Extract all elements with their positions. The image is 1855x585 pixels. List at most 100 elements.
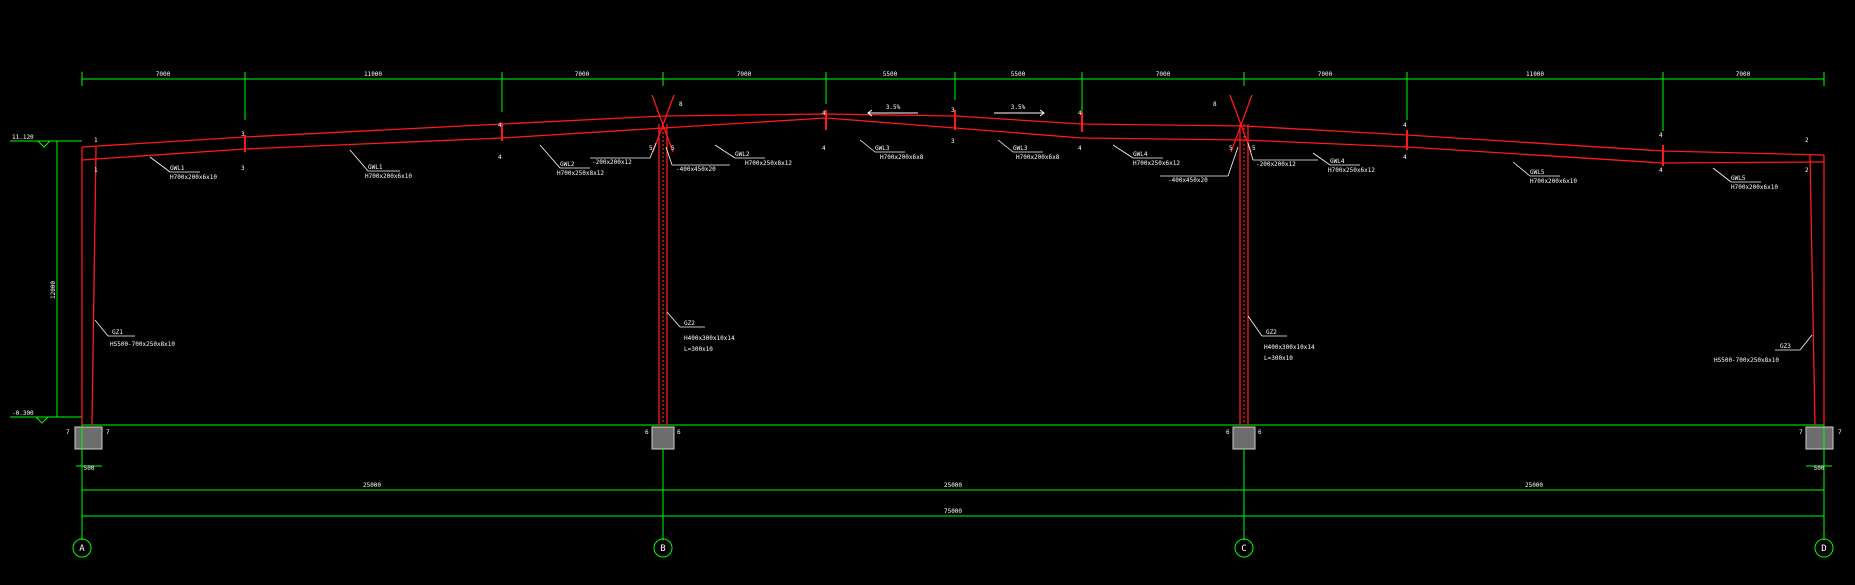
base-width-left: 500 bbox=[84, 465, 95, 472]
node-3d: 3 bbox=[951, 138, 955, 145]
beam-name-9: GWL5 bbox=[1530, 169, 1545, 176]
node-4i: 4 bbox=[1659, 132, 1663, 139]
base-width-right: 500 bbox=[1814, 465, 1825, 472]
node-3a: 3 bbox=[241, 131, 245, 138]
elevation-ground: -0.300 bbox=[12, 410, 34, 417]
dim-5: 5500 bbox=[883, 71, 898, 78]
slope-arrows bbox=[867, 109, 1045, 117]
axis-label-d: D bbox=[1821, 544, 1826, 554]
dim-1: 7000 bbox=[156, 71, 171, 78]
plate-label-3: -400x450x20 bbox=[1168, 177, 1208, 184]
beam-section-6: H700x200x6x8 bbox=[1016, 154, 1060, 161]
node-4j: 4 bbox=[1659, 167, 1663, 174]
node-7a: 7 bbox=[66, 429, 70, 436]
node-1b: 1 bbox=[94, 167, 98, 174]
node-6b: 6 bbox=[677, 429, 681, 436]
dim-3: 7000 bbox=[575, 71, 590, 78]
beam-name-7: GWL4 bbox=[1133, 151, 1148, 158]
beam-name-3: GWL2 bbox=[560, 161, 575, 168]
column-labels: GZ1 HS500-700x250x8x10 GZ2 H400x300x10x1… bbox=[110, 320, 1791, 364]
node-4b: 4 bbox=[498, 154, 502, 161]
node-1a: 1 bbox=[94, 137, 98, 144]
elevation-ridge: 11.120 bbox=[12, 134, 34, 141]
dim-10: 7000 bbox=[1736, 71, 1751, 78]
node-4h: 4 bbox=[1403, 154, 1407, 161]
dim-4: 7000 bbox=[737, 71, 752, 78]
plate-labels: -200x200x12 -400x450x20 -400x450x20 -200… bbox=[592, 159, 1296, 184]
rafter-splices bbox=[244, 110, 1664, 166]
column-note-b: L=300x10 bbox=[684, 346, 713, 353]
node-7d: 7 bbox=[1838, 429, 1842, 436]
total-span: 75000 bbox=[944, 508, 962, 515]
top-dimension-labels: 7000 11000 7000 7000 5500 5500 7000 7000… bbox=[156, 71, 1751, 78]
plate-label-1: -200x200x12 bbox=[592, 159, 632, 166]
node-markers: 1 1 3 3 4 4 5 5 4 4 3 3 4 4 5 5 4 4 4 4 … bbox=[66, 101, 1842, 436]
node-6a: 6 bbox=[645, 429, 649, 436]
beam-name-5: GWL3 bbox=[875, 145, 890, 152]
elevation-marks bbox=[10, 140, 82, 424]
beam-labels: GWL1 H700x200x6x10 GWL1 H700x200x6x10 GW… bbox=[170, 145, 1778, 191]
dim-9: 11000 bbox=[1526, 71, 1544, 78]
node-8b: 8 bbox=[1213, 101, 1217, 108]
node-5d: 5 bbox=[1252, 145, 1256, 152]
node-6c: 6 bbox=[1226, 429, 1230, 436]
span-bc: 25000 bbox=[944, 482, 962, 489]
column-note-c: L=300x10 bbox=[1264, 355, 1293, 362]
node-4a: 4 bbox=[498, 122, 502, 129]
column-section-a: HS500-700x250x8x10 bbox=[110, 341, 175, 348]
beam-name-4: GWL2 bbox=[735, 151, 750, 158]
dim-2: 11000 bbox=[364, 71, 382, 78]
beam-name-10: GWL5 bbox=[1731, 175, 1746, 182]
beam-section-5: H700x200x6x8 bbox=[880, 154, 924, 161]
column-section-b: H400x300x10x14 bbox=[684, 335, 735, 342]
axis-label-c: C bbox=[1241, 544, 1246, 554]
leader-lines bbox=[94, 139, 1813, 351]
beam-section-1: H700x200x6x10 bbox=[170, 174, 217, 181]
axis-bubble-c bbox=[1234, 538, 1254, 558]
beam-section-7: H700x250x6x12 bbox=[1133, 160, 1180, 167]
beam-section-8: H700x250x6x12 bbox=[1328, 167, 1375, 174]
node-3b: 3 bbox=[241, 165, 245, 172]
node-6d: 6 bbox=[1258, 429, 1262, 436]
dim-6: 5500 bbox=[1011, 71, 1026, 78]
slope-right: 3.5% bbox=[1011, 104, 1026, 111]
top-dimension-chain bbox=[81, 72, 1825, 131]
node-5b: 5 bbox=[671, 145, 675, 152]
node-5c: 5 bbox=[1229, 145, 1233, 152]
axis-label-b: B bbox=[660, 544, 665, 554]
node-3c: 3 bbox=[951, 107, 955, 114]
beam-name-2: GWL1 bbox=[368, 164, 383, 171]
beam-section-4: H700x250x8x12 bbox=[745, 160, 792, 167]
node-7c: 7 bbox=[1799, 429, 1803, 436]
columns bbox=[81, 124, 1825, 426]
node-8a: 8 bbox=[679, 101, 683, 108]
span-ab: 25000 bbox=[363, 482, 381, 489]
axis-bubble-b bbox=[653, 538, 673, 558]
beam-name-6: GWL3 bbox=[1013, 145, 1028, 152]
bottom-dimension-chain bbox=[72, 425, 1834, 558]
column-name-a: GZ1 bbox=[112, 329, 123, 336]
beam-section-10: H700x200x6x10 bbox=[1731, 184, 1778, 191]
node-4f: 4 bbox=[1078, 145, 1082, 152]
beam-name-8: GWL4 bbox=[1330, 158, 1345, 165]
node-4e: 4 bbox=[1078, 110, 1082, 117]
node-4c: 4 bbox=[822, 110, 826, 117]
dim-7: 7000 bbox=[1156, 71, 1171, 78]
span-cd: 25000 bbox=[1525, 482, 1543, 489]
column-name-b: GZ2 bbox=[684, 320, 695, 327]
node-4g: 4 bbox=[1403, 122, 1407, 129]
axis-label-a: A bbox=[79, 544, 85, 554]
beam-section-9: H700x200x6x10 bbox=[1530, 178, 1577, 185]
column-section-d: HS500-700x250x8x10 bbox=[1714, 357, 1779, 364]
node-2a: 2 bbox=[1805, 137, 1809, 144]
node-4d: 4 bbox=[822, 145, 826, 152]
column-name-c: GZ2 bbox=[1266, 329, 1277, 336]
axis-bubble-a bbox=[72, 538, 92, 558]
node-2b: 2 bbox=[1805, 167, 1809, 174]
column-height-dim: 12000 bbox=[50, 281, 57, 299]
beam-section-3: H700x250x8x12 bbox=[557, 170, 604, 177]
plate-label-2: -400x450x20 bbox=[676, 166, 716, 173]
axis-bubble-d bbox=[1814, 538, 1834, 558]
node-5a: 5 bbox=[649, 145, 653, 152]
